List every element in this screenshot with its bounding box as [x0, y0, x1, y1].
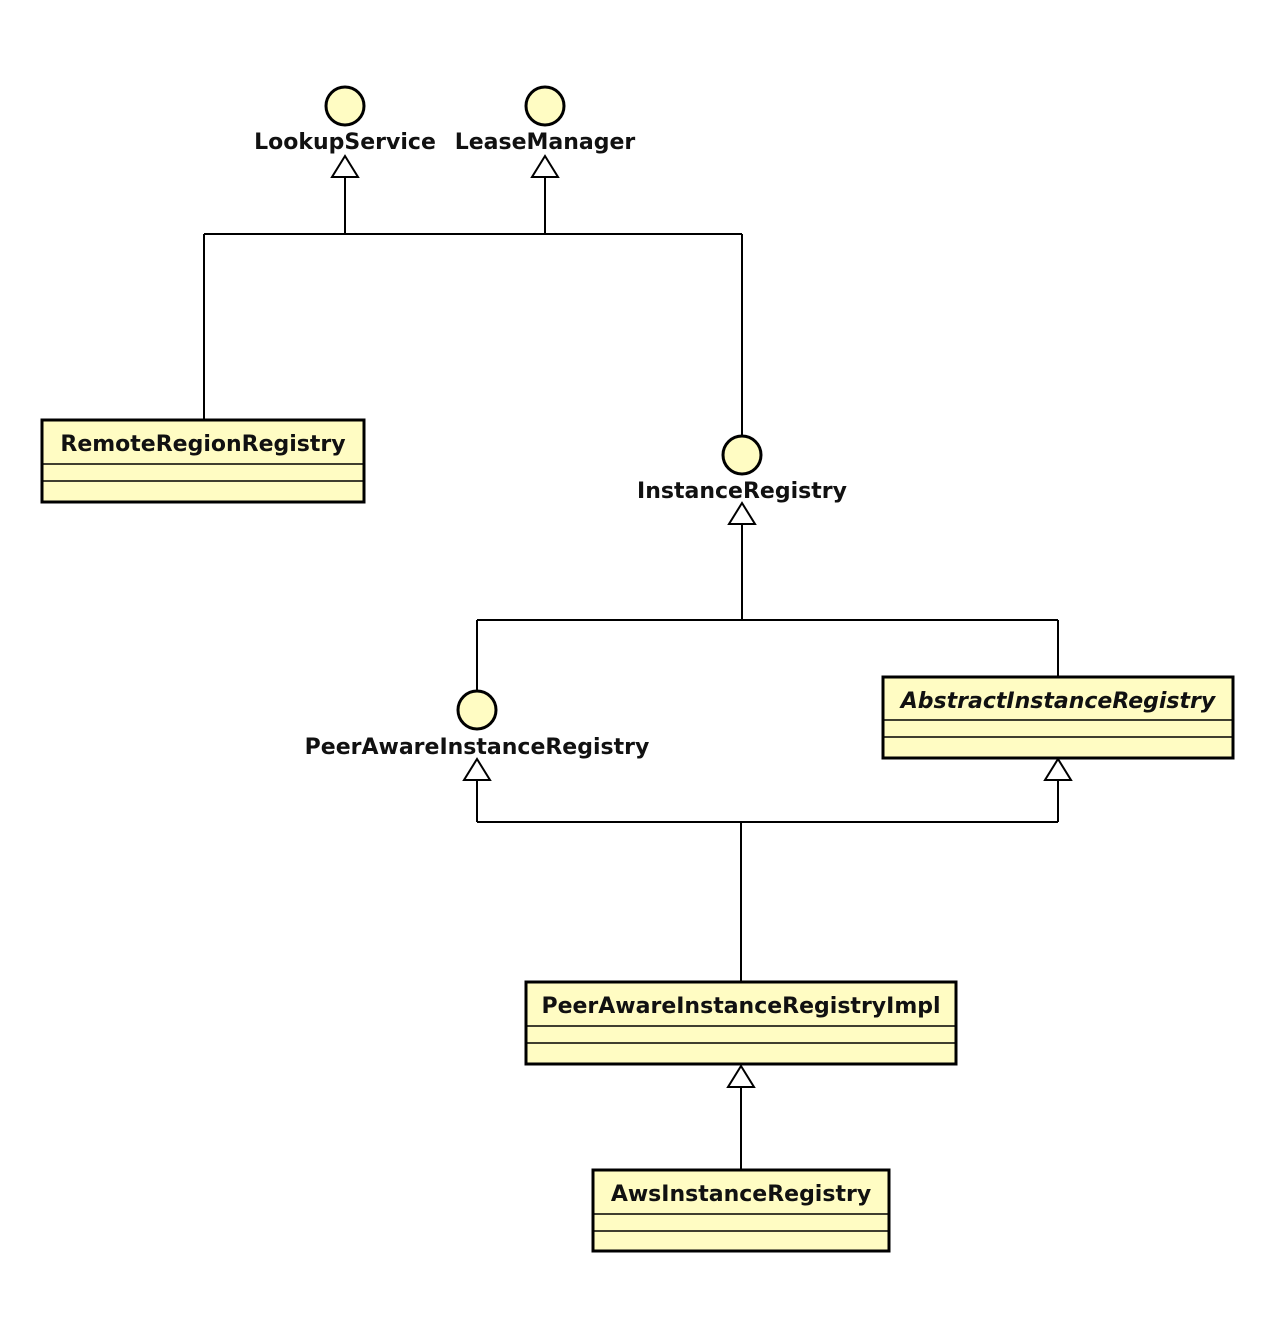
interface-icon [524, 85, 566, 127]
class-box [591, 1168, 891, 1253]
class-aws-instance-registry[interactable]: AwsInstanceRegistry [591, 1168, 891, 1253]
interface-icon [456, 689, 498, 731]
arrowhead-abstract [1043, 757, 1073, 781]
interface-icon [721, 434, 763, 476]
arrowhead-lease-manager [530, 154, 560, 178]
interface-instance-registry[interactable]: InstanceRegistry [637, 434, 847, 504]
class-abstract-instance-registry[interactable]: AbstractInstanceRegistry [881, 675, 1235, 760]
interface-label: InstanceRegistry [637, 479, 847, 504]
class-box [524, 980, 958, 1066]
class-box [881, 675, 1235, 760]
interface-lookup-service[interactable]: LookupService [254, 85, 436, 155]
class-name: RemoteRegionRegistry [60, 432, 345, 457]
arrowhead-lookup-service [330, 154, 360, 178]
interface-label: LookupService [254, 130, 436, 155]
connectors [203, 177, 1059, 1170]
interface-lease-manager[interactable]: LeaseManager [455, 85, 636, 155]
interface-label: PeerAwareInstanceRegistry [305, 735, 650, 760]
arrowhead-instance-registry [727, 501, 757, 525]
class-name: AbstractInstanceRegistry [899, 689, 1217, 714]
arrowhead-peer-aware [462, 757, 492, 781]
class-name: PeerAwareInstanceRegistryImpl [541, 994, 940, 1019]
class-remote-region-registry[interactable]: RemoteRegionRegistry [40, 418, 366, 504]
arrowhead-impl [726, 1064, 756, 1088]
interface-label: LeaseManager [455, 130, 636, 155]
class-name: AwsInstanceRegistry [611, 1182, 871, 1207]
interface-peer-aware-instance-registry[interactable]: PeerAwareInstanceRegistry [305, 689, 650, 760]
generalization-arrows [330, 154, 1073, 1088]
class-box [40, 418, 366, 504]
class-peer-aware-instance-registry-impl[interactable]: PeerAwareInstanceRegistryImpl [524, 980, 958, 1066]
interface-icon [324, 85, 366, 127]
